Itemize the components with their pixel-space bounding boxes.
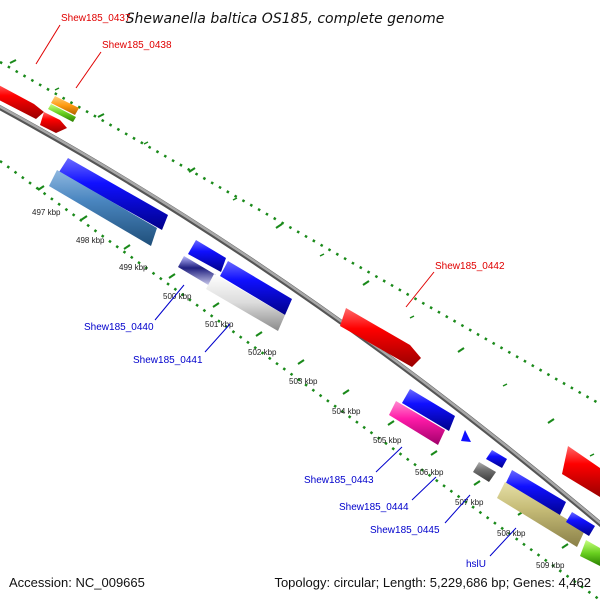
accession-text: Accession: NC_009665	[9, 575, 145, 590]
gene-label-shew185-0438[interactable]: Shew185_0438	[102, 40, 172, 51]
genome-backbone	[0, 105, 600, 525]
outer-ring-ticks	[9, 59, 555, 424]
gene-feature-hslu[interactable]	[497, 482, 585, 547]
gene-label-leaders	[35, 24, 517, 557]
gene-label-shew185-0440[interactable]: Shew185_0440	[84, 322, 154, 333]
tick-label: 506 kbp	[415, 468, 444, 477]
gene-feature-blue-5[interactable]	[505, 470, 566, 517]
gene-label-shew185-0444[interactable]: Shew185_0444	[339, 502, 409, 513]
genome-backbone-shadow	[0, 104, 600, 528]
tick-label: 503 kbp	[289, 377, 318, 386]
gene-feature-orange[interactable]	[51, 96, 79, 115]
tick-label: 507 kbp	[455, 498, 484, 507]
gene-feature-blue-1[interactable]	[59, 158, 168, 230]
gene-feature-edge-red	[562, 446, 600, 497]
tick-label: 498 kbp	[76, 236, 105, 245]
genome-summary-text: Topology: circular; Length: 5,229,686 bp…	[274, 575, 591, 590]
tick-label: 509 kbp	[536, 561, 565, 570]
gene-feature-shew185-0437[interactable]	[0, 83, 44, 119]
gene-label-shew185-0437[interactable]: Shew185_0437	[61, 13, 131, 24]
tick-label: 499 kbp	[119, 263, 148, 272]
gene-feature-shew185-0441[interactable]	[206, 274, 285, 331]
gene-feature-blue-4[interactable]	[402, 389, 455, 431]
tick-label: 504 kbp	[332, 407, 361, 416]
gene-label-shew185-0445[interactable]: Shew185_0445	[370, 525, 440, 536]
gene-feature-shew185-0438[interactable]	[40, 112, 67, 133]
gene-label-shew185-0443[interactable]: Shew185_0443	[304, 475, 374, 486]
gene-feature-edge-green	[580, 540, 600, 566]
gene-feature-blue-2[interactable]	[188, 240, 226, 272]
map-title: Shewanella baltica OS185, complete genom…	[126, 11, 445, 27]
gene-feature-shew185-0444[interactable]	[461, 430, 471, 442]
gene-feature-blue-6[interactable]	[566, 512, 595, 536]
gene-feature-shew185-0442[interactable]	[340, 308, 421, 367]
gene-label-shew185-0442[interactable]: Shew185_0442	[435, 261, 505, 272]
outer-dotted-guide	[0, 60, 600, 406]
gene-feature-blue-3[interactable]	[220, 261, 292, 315]
tick-label: 505 kbp	[373, 436, 402, 445]
scale-ticks	[37, 185, 569, 549]
gene-feature-shew185-0443[interactable]	[389, 401, 445, 445]
gene-label-hslu[interactable]: hslU	[466, 559, 486, 570]
gene-feature-shew185-0440[interactable]	[178, 256, 216, 286]
tick-label: 500 kbp	[163, 292, 192, 301]
gene-feature-shew185-0445[interactable]	[486, 450, 507, 468]
tick-label: 501 kbp	[205, 320, 234, 329]
gene-feature-green[interactable]	[48, 104, 76, 122]
gene-feature-steel[interactable]	[49, 170, 157, 246]
gene-label-shew185-0441[interactable]: Shew185_0441	[133, 355, 203, 366]
tick-label: 502 kbp	[248, 348, 277, 357]
gene-feature-gray[interactable]	[473, 462, 496, 482]
outer-ring-minor-ticks	[54, 87, 595, 457]
tick-label: 497 kbp	[32, 208, 61, 217]
